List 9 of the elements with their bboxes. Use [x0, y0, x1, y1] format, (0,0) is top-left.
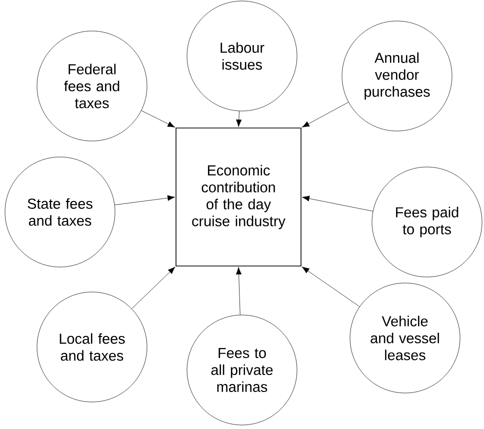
arrow — [302, 196, 374, 212]
arrow — [114, 195, 175, 206]
arrow — [236, 267, 242, 316]
arrow — [141, 110, 176, 128]
arrow — [302, 102, 349, 128]
arrow — [236, 110, 242, 127]
process-box: Economic contribution of the day cruise industry — [176, 128, 302, 266]
arrow — [132, 266, 176, 309]
arrow — [302, 266, 360, 307]
